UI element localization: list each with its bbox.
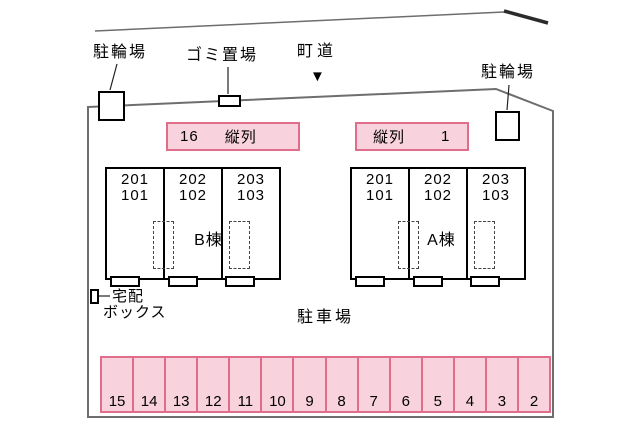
unit-lower-number: 103 [236, 187, 266, 204]
unit-lower-number: 103 [481, 187, 511, 204]
parking-space: 3 [487, 358, 520, 411]
unit-a2: 202 102 [410, 169, 468, 278]
unit-lower-number: 102 [423, 187, 453, 204]
unit-upper-number: 203 [481, 171, 511, 188]
parking-space: 11 [230, 358, 263, 411]
entrance-step [110, 276, 140, 287]
unit-upper-number: 201 [365, 171, 395, 188]
parking-space: 10 [262, 358, 295, 411]
entrance-step [225, 276, 255, 287]
unit-upper-number: 201 [120, 171, 150, 188]
building-b: 201 101 202 102 203 103 B棟 [105, 167, 281, 287]
parking-space: 13 [166, 358, 199, 411]
parking-space: 9 [294, 358, 327, 411]
road-arrow-icon: ▼ [310, 68, 325, 85]
garbage-station [218, 95, 241, 107]
building-b-label: B棟 [194, 231, 223, 249]
bike-left-leader-line [109, 63, 118, 91]
delivery-box-label: 宅配 ボックス [103, 289, 167, 321]
parking-space: 4 [455, 358, 487, 411]
stair-dashed-outline [474, 221, 495, 270]
unit-b1: 201 101 [107, 169, 165, 278]
unit-lower-number: 102 [178, 187, 208, 204]
tandem-left-text: 縦列 [224, 129, 257, 146]
road-edge-line [94, 11, 505, 32]
stair-dashed-outline [229, 221, 250, 270]
delivery-box [90, 289, 99, 304]
bike-parking-left-label: 駐輪場 [93, 44, 148, 61]
parking-space: 2 [529, 393, 539, 410]
town-road-label: 町道 [297, 43, 338, 60]
unit-b2: 202 102 [165, 169, 223, 278]
parking-space: 5 [423, 358, 455, 411]
building-a: 201 101 202 102 203 103 A棟 [350, 167, 526, 287]
parking-row: 15 14 13 12 11 10 9 8 7 6 5 4 3 2 [100, 356, 551, 413]
parking-space: 7 [359, 358, 391, 411]
stair-dashed-outline [398, 221, 420, 270]
parking-space: 14 [134, 358, 167, 411]
parking-space: 15 [102, 358, 135, 411]
stair-dashed-outline [153, 221, 175, 270]
unit-a3: 203 103 [468, 169, 524, 278]
property-boundary [87, 87, 554, 418]
unit-upper-number: 202 [423, 171, 453, 188]
bike-right-leader-line [506, 84, 510, 111]
unit-upper-number: 203 [236, 171, 266, 188]
unit-upper-number: 202 [178, 171, 208, 188]
parking-space: 12 [198, 358, 231, 411]
building-a-units: 201 101 202 102 203 103 [352, 169, 524, 278]
unit-lower-number: 101 [120, 187, 150, 204]
parking-lot-label: 駐車場 [297, 309, 355, 326]
parking-space: 8 [327, 358, 359, 411]
garbage-area-label: ゴミ置場 [186, 47, 259, 64]
tandem-right-box: 縦列 1 [355, 122, 469, 151]
bike-shed-left [98, 91, 125, 121]
entrance-step [413, 276, 443, 287]
unit-a1: 201 101 [352, 169, 410, 278]
entrance-step [355, 276, 385, 287]
building-b-units: 201 101 202 102 203 103 [107, 169, 279, 278]
unit-b3: 203 103 [223, 169, 279, 278]
tandem-left-number: 16 [180, 128, 199, 145]
entrance-step [470, 276, 500, 287]
road-corner-line [503, 9, 549, 25]
unit-lower-number: 101 [365, 187, 395, 204]
delivery-box-label-line1: 宅配 [112, 288, 145, 305]
building-a-label: A棟 [427, 231, 456, 249]
tandem-right-number: 1 [441, 128, 451, 145]
parking-space: 6 [391, 358, 423, 411]
entrance-step [168, 276, 198, 287]
bike-shed-right [495, 111, 520, 141]
tandem-left-box: 16 縦列 [166, 122, 300, 151]
bike-parking-right-label: 駐輪場 [481, 64, 536, 81]
delivery-box-label-line2: ボックス [103, 304, 167, 321]
tandem-right-text: 縦列 [373, 129, 406, 146]
